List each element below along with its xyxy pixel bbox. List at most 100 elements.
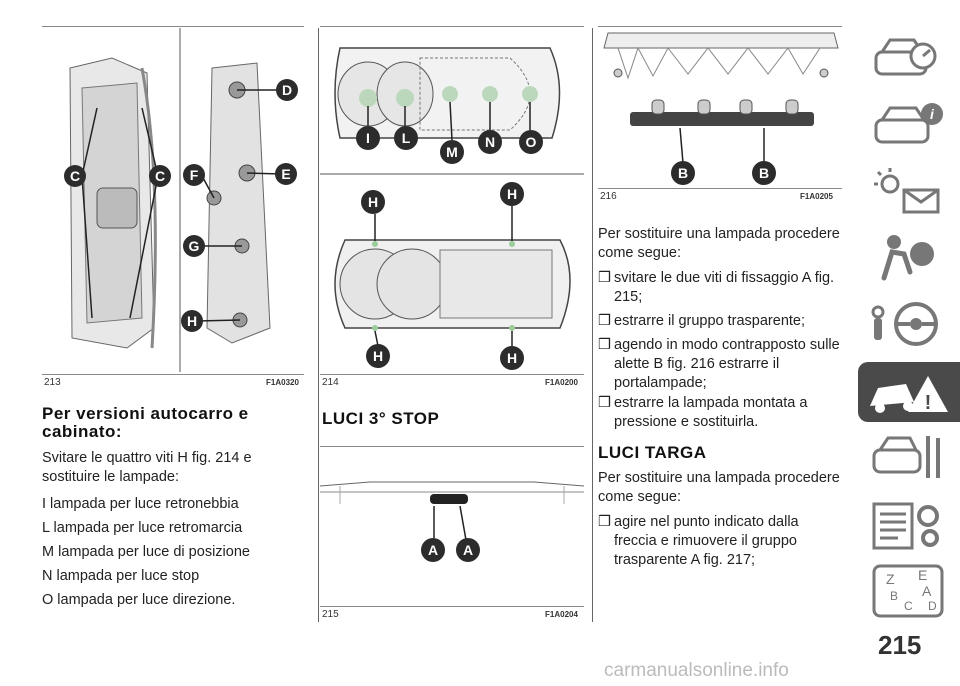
svg-text:G: G <box>189 238 200 254</box>
paragraph-4: M lampada per luce di posizione <box>42 544 250 560</box>
bullet-3: ❒agendo in modo contrapposto sulle alett… <box>598 337 840 391</box>
bullet-1: ❒svitare le due viti di fissaggio A fig.… <box>598 270 835 305</box>
svg-text:E: E <box>918 567 927 583</box>
watermark: carmanualsonline.info <box>604 660 789 681</box>
maintenance-icon <box>872 436 940 478</box>
label-e: E <box>275 163 297 185</box>
starting-driving-icon <box>871 302 938 346</box>
page-number: 215 <box>878 630 922 660</box>
figure-213-code: F1A0320 <box>266 378 299 387</box>
intro2-paragraph: Per sostituire una lampada procedere com… <box>598 470 840 505</box>
paragraph-3: L lampada per luce retromarcia <box>42 520 243 536</box>
label-b-right: B <box>752 161 776 185</box>
top-rule-215 <box>320 446 584 447</box>
bullet-2: ❒estrarre il gruppo trasparente; <box>598 313 806 329</box>
figure-213-number: 213 <box>44 377 61 388</box>
figure-214-drawing: I L M N O H H H H <box>320 47 584 370</box>
svg-text:I: I <box>366 130 370 146</box>
figure-215-code: F1A0204 <box>545 610 578 619</box>
heading-luci-3-stop: LUCI 3° STOP <box>322 409 440 428</box>
tab-starting-driving[interactable] <box>858 294 960 354</box>
label-i: I <box>356 126 380 150</box>
caption-rule-216 <box>598 188 842 189</box>
label-f: F <box>183 164 205 186</box>
svg-text:B: B <box>678 165 688 181</box>
figure-213-drawing: C C F E G H D <box>64 28 298 372</box>
paragraph-1: Svitare le quattro viti H fig. 214 e sos… <box>42 450 252 485</box>
figure-214-code: F1A0200 <box>545 378 578 387</box>
bullet-glyph: ❒ <box>598 337 611 353</box>
label-a-right: A <box>456 538 480 562</box>
label-l: L <box>394 126 418 150</box>
svg-text:C: C <box>904 599 913 613</box>
svg-text:B: B <box>759 165 769 181</box>
svg-text:!: ! <box>925 392 932 414</box>
svg-text:C: C <box>70 168 80 184</box>
label-h: H <box>181 310 203 332</box>
technical-data-icon <box>872 502 939 550</box>
label-c-left: C <box>64 165 86 187</box>
svg-text:O: O <box>526 134 537 150</box>
svg-text:H: H <box>373 348 383 364</box>
svg-text:Z: Z <box>886 571 895 587</box>
svg-text:E: E <box>281 166 290 182</box>
car-dashboard-icon <box>874 38 937 76</box>
bullet-4: ❒estrarre la lampada montata a pressione… <box>598 395 808 430</box>
bullet-glyph: ❒ <box>598 395 611 411</box>
bullet-glyph: ❒ <box>598 514 611 530</box>
svg-text:D: D <box>282 82 292 98</box>
figure-216: B B <box>598 28 842 186</box>
figure-216-code: F1A0205 <box>800 192 833 201</box>
svg-text:A: A <box>463 542 473 558</box>
label-a-left: A <box>421 538 445 562</box>
svg-text:H: H <box>507 186 517 202</box>
tab-warning-lights[interactable] <box>858 162 960 222</box>
svg-text:H: H <box>507 350 517 366</box>
caption-rule-213 <box>42 374 304 375</box>
svg-text:B: B <box>890 589 898 603</box>
car-info-icon: i <box>874 103 943 144</box>
tab-car-info[interactable]: i <box>858 96 960 156</box>
heading-luci-targa: LUCI TARGA <box>598 443 707 462</box>
top-rule-3 <box>598 26 842 27</box>
svg-text:D: D <box>928 599 937 613</box>
index-icon: Z E A B C D <box>872 564 944 618</box>
label-c-right: C <box>149 165 171 187</box>
svg-text:L: L <box>402 130 411 146</box>
label-h-top-right: H <box>500 182 524 206</box>
svg-text:i: i <box>930 106 935 122</box>
svg-text:A: A <box>922 583 932 599</box>
label-m: M <box>440 140 464 164</box>
tab-car-dashboard[interactable] <box>858 30 960 90</box>
caption-rule-214 <box>320 374 584 375</box>
tab-airbag-safety[interactable] <box>858 228 960 288</box>
top-rule-2 <box>320 26 584 27</box>
svg-text:F: F <box>190 167 199 183</box>
label-n: N <box>478 130 502 154</box>
column-divider-2 <box>592 28 593 622</box>
label-h-bottom-right: H <box>500 346 524 370</box>
figure-216-number: 216 <box>600 191 617 202</box>
svg-text:H: H <box>368 194 378 210</box>
tab-emergency[interactable]: ! <box>858 362 960 422</box>
paragraph-2: I lampada per luce retronebbia <box>42 496 239 512</box>
figure-215-drawing: A A <box>319 481 585 562</box>
tab-maintenance[interactable] <box>858 428 960 488</box>
tab-index[interactable]: Z E A B C D <box>858 560 960 620</box>
airbag-safety-icon <box>881 235 934 281</box>
bullet2-1: ❒agire nel punto indicato dalla freccia … <box>598 514 799 568</box>
svg-text:N: N <box>485 134 495 150</box>
intro-paragraph: Per sostituire una lampada procedere com… <box>598 226 840 261</box>
label-b-left: B <box>671 161 695 185</box>
svg-text:C: C <box>155 168 165 184</box>
tab-technical-data[interactable] <box>858 494 960 554</box>
figure-214: I L M N O H H H H <box>320 28 584 372</box>
warning-lights-icon <box>874 168 940 214</box>
figure-214-number: 214 <box>322 377 339 388</box>
paragraph-6: O lampada per luce direzione. <box>42 592 236 608</box>
heading-autocarro: Per versioni autocarro e cabinato: <box>42 404 249 441</box>
figure-215: A A <box>319 448 585 604</box>
svg-text:H: H <box>187 313 197 329</box>
label-o: O <box>519 130 543 154</box>
label-d: D <box>276 79 298 101</box>
